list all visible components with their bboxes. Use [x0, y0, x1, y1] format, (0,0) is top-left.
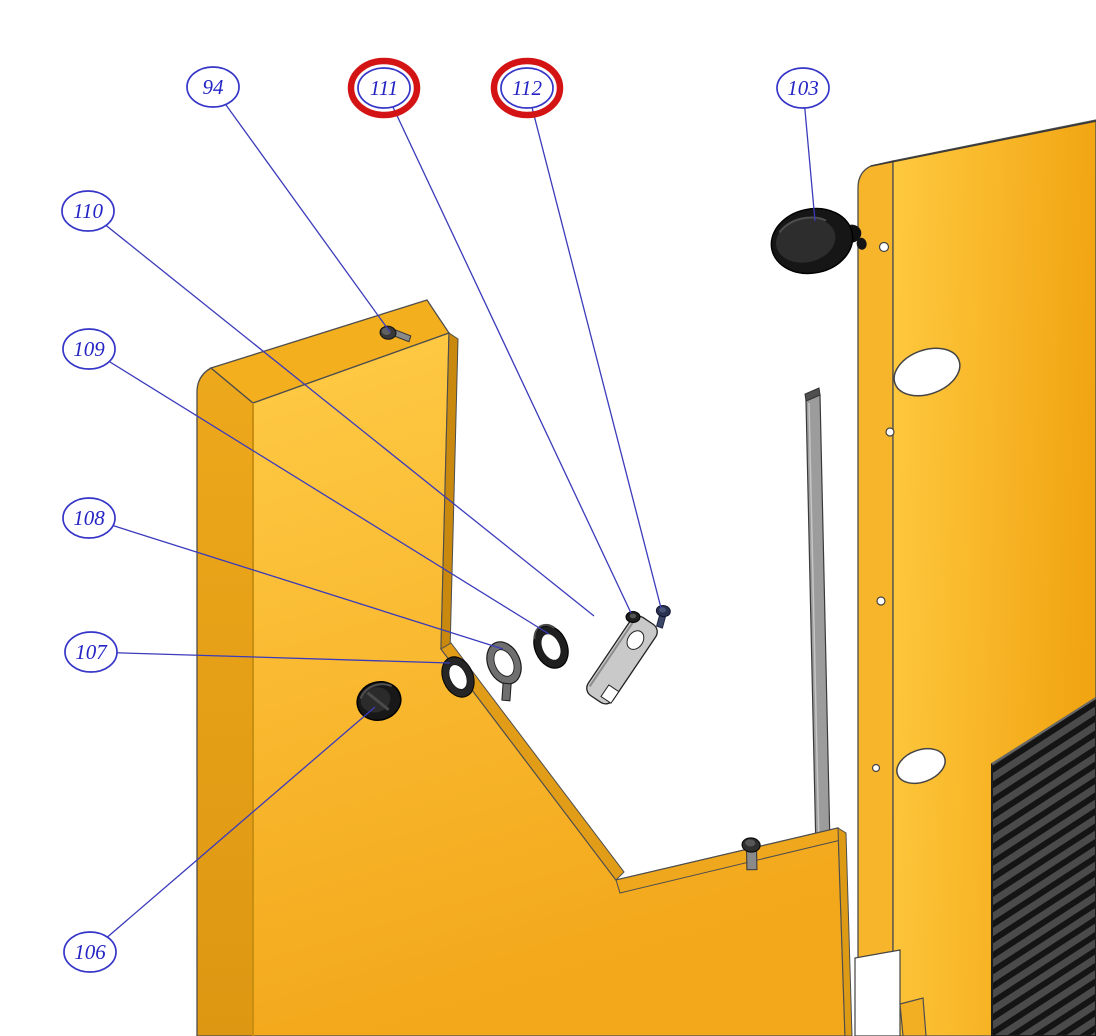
cap-103	[770, 207, 867, 275]
flange-hole	[885, 427, 895, 437]
callout-label-103: 103	[787, 76, 819, 100]
callout-label-94: 94	[203, 75, 225, 99]
ring-109	[533, 623, 569, 669]
callout-106	[63, 931, 117, 973]
leader-line-107	[90, 651, 451, 664]
screw-112	[655, 604, 671, 629]
nut-111	[625, 611, 641, 623]
leader-line-110	[87, 210, 595, 617]
callout-94	[186, 66, 240, 108]
callout-label-111: 111	[370, 76, 398, 100]
callout-109	[62, 328, 116, 370]
ring-107	[441, 656, 475, 698]
slot-hole-lower	[896, 747, 946, 785]
hardware-parts	[356, 325, 761, 871]
leader-line-94	[212, 86, 391, 333]
callout-110	[61, 190, 115, 232]
callout-108	[62, 497, 116, 539]
flange-hole	[876, 596, 886, 606]
bottom-tab	[899, 997, 927, 1036]
plug-106	[356, 681, 402, 721]
callout-label-109: 109	[73, 337, 105, 361]
highlight-ring-111	[347, 57, 421, 119]
leader-line-109	[88, 348, 550, 635]
left-panel	[196, 299, 853, 1036]
right-panel-flange	[857, 160, 894, 1036]
callout-111	[357, 67, 411, 109]
leader-line-106	[89, 706, 376, 953]
support-bar	[804, 387, 831, 853]
callout-label-108: 108	[73, 506, 105, 530]
bottom-notch	[854, 949, 901, 1036]
callout-label-107: 107	[75, 640, 108, 664]
leader-line-112	[526, 87, 662, 609]
left-panel-side-strip	[196, 367, 254, 1036]
washer-108	[486, 641, 522, 702]
leader-line-111	[383, 87, 632, 614]
left-panel-diagonal-fold	[440, 642, 625, 881]
leader-line-108	[88, 517, 504, 650]
leader-line-103	[802, 87, 816, 222]
flange-hole	[878, 241, 890, 253]
callout-label-106: 106	[74, 940, 106, 964]
callout-107	[64, 631, 118, 673]
screw-94	[379, 325, 412, 343]
callout-label-110: 110	[73, 199, 103, 223]
callout-label-112: 112	[512, 76, 542, 100]
flange-hole	[871, 763, 881, 773]
callout-103	[776, 67, 830, 109]
slot-hole-upper	[893, 347, 961, 397]
callouts-layer: 94 111 112 103 110 109 108 107 106	[61, 57, 830, 973]
right-panel-top-edge	[870, 120, 1096, 167]
screw-lower-edge	[741, 837, 761, 871]
callout-112	[500, 67, 554, 109]
highlight-ring-112	[490, 57, 564, 119]
latch-plate-110	[586, 615, 658, 705]
vent-grille	[991, 696, 1096, 1036]
left-panel-right-fold	[837, 827, 853, 1036]
